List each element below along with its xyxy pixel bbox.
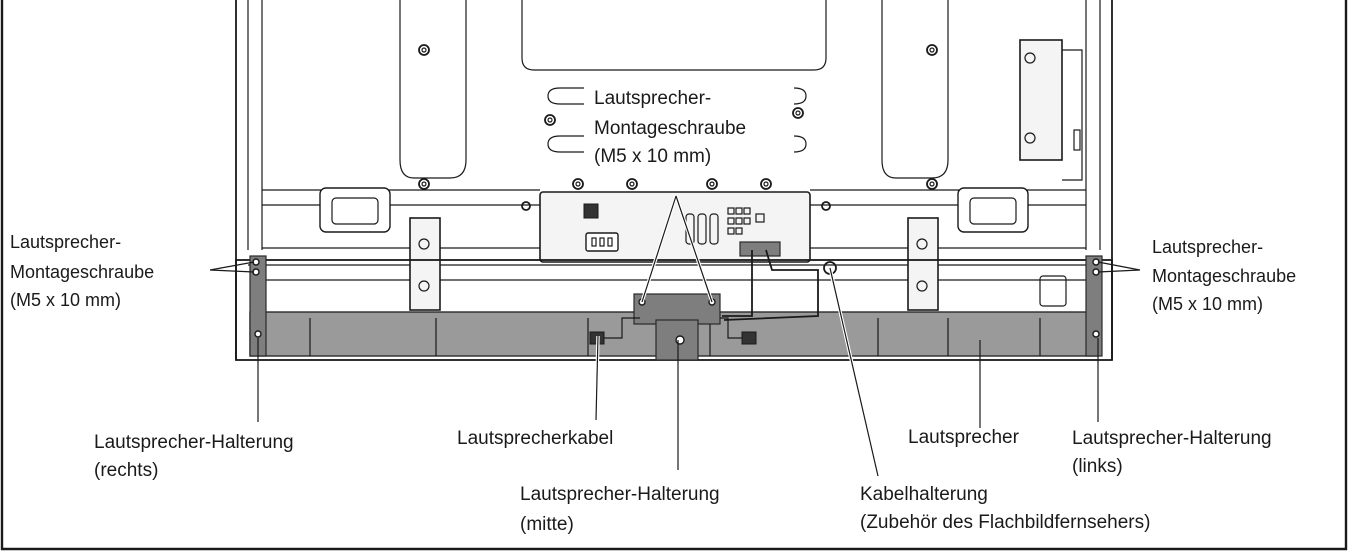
svg-text:Lautsprecher-Halterung: Lautsprecher-Halterung: [520, 484, 720, 505]
wall-bracket: [1019, 39, 1063, 161]
svg-text:(links): (links): [1072, 456, 1123, 477]
tv-back-panel: [235, 0, 1113, 360]
svg-text:(M5 x 10 mm): (M5 x 10 mm): [594, 146, 711, 167]
svg-text:Montageschraube: Montageschraube: [1152, 266, 1296, 286]
svg-text:Lautsprecher-: Lautsprecher-: [1152, 237, 1263, 257]
svg-text:Montageschraube: Montageschraube: [594, 118, 746, 139]
leader-lines: [209, 195, 1141, 477]
label-left-screw: Lautsprecher- Montageschraube (M5 x 10 m…: [10, 232, 154, 310]
svg-text:(mitte): (mitte): [520, 514, 574, 535]
svg-text:Lautsprecher-Halterung: Lautsprecher-Halterung: [94, 432, 294, 453]
label-bracket-center: Lautsprecher-Halterung (mitte): [520, 484, 720, 535]
left-stand-mount: [409, 217, 441, 311]
svg-text:(rechts): (rechts): [94, 460, 158, 481]
label-bracket-left: Lautsprecher-Halterung (links): [1072, 428, 1272, 477]
label-speaker: Lautsprecher: [908, 427, 1020, 448]
svg-text:Lautsprecher-: Lautsprecher-: [10, 232, 121, 252]
label-right-screw: Lautsprecher- Montageschraube (M5 x 10 m…: [1152, 237, 1296, 314]
label-cable-holder: Kabelhalterung (Zubehör des Flachbildfer…: [860, 484, 1150, 533]
svg-text:Lautsprecher-: Lautsprecher-: [594, 88, 711, 109]
label-top-center-screw: Lautsprecher- Montageschraube (M5 x 10 m…: [594, 88, 746, 167]
svg-text:(M5 x 10 mm): (M5 x 10 mm): [10, 290, 121, 310]
label-speaker-cable: Lautsprecherkabel: [457, 428, 613, 449]
speaker-unit: [235, 249, 1113, 361]
svg-text:(Zubehör des Flachbildfernsehe: (Zubehör des Flachbildfernsehers): [860, 512, 1150, 533]
left-handle: [319, 187, 391, 233]
svg-text:Lautsprecherkabel: Lautsprecherkabel: [457, 428, 613, 449]
right-handle: [957, 187, 1029, 233]
svg-text:Lautsprecher-Halterung: Lautsprecher-Halterung: [1072, 428, 1272, 449]
right-stand-mount: [907, 217, 939, 311]
screw-holes: [418, 44, 938, 211]
svg-text:Lautsprecher: Lautsprecher: [908, 427, 1020, 448]
svg-text:Montageschraube: Montageschraube: [10, 262, 154, 282]
svg-text:Kabelhalterung: Kabelhalterung: [860, 484, 988, 505]
svg-text:(M5 x 10 mm): (M5 x 10 mm): [1152, 294, 1263, 314]
label-bracket-right: Lautsprecher-Halterung (rechts): [94, 432, 294, 481]
